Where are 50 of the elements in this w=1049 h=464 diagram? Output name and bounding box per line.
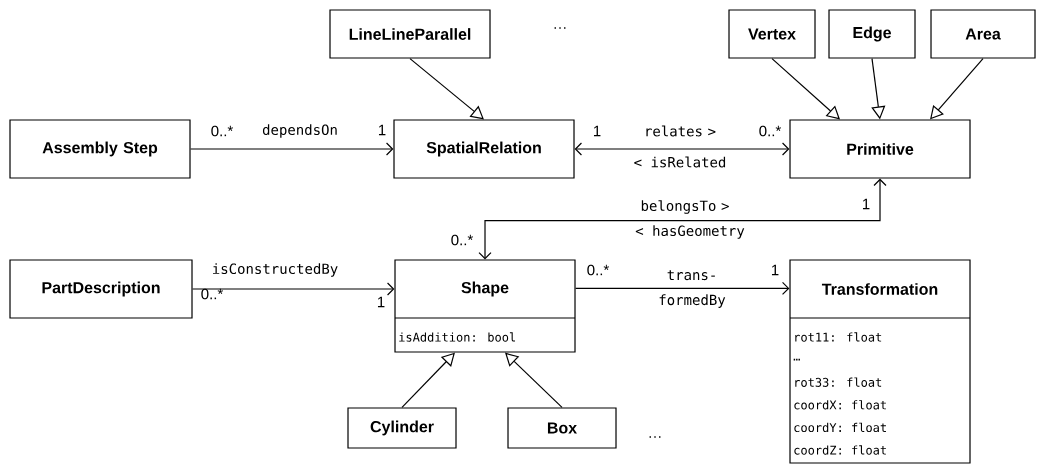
- multiplicity-label: 1: [772, 264, 779, 276]
- multiplicity-label: 0..*: [211, 125, 234, 137]
- class-box: Cylinder: [347, 407, 457, 449]
- class-box: Box: [507, 407, 617, 449]
- arrow: [401, 352, 455, 408]
- multiplicity-label: 0..*: [201, 288, 224, 300]
- multiplicity-label: …: [554, 27, 566, 29]
- multiplicity-label: 1: [594, 125, 601, 137]
- multiplicity-label: 1: [378, 296, 385, 308]
- role-label: < isRelated: [634, 156, 726, 168]
- multiplicity-label: 1: [863, 198, 870, 210]
- multiplicity-label: 1: [379, 124, 386, 136]
- arrow: [574, 142, 790, 156]
- arrow: [192, 282, 395, 296]
- edge-label: dependsOn: [262, 124, 337, 138]
- class-name: Transformation: [821, 283, 938, 295]
- class-box: Assembly Step: [9, 119, 191, 179]
- edge-label: trans- formedBy: [659, 270, 726, 308]
- class-box: SpatialRelation: [393, 119, 575, 179]
- class-box: Area: [930, 9, 1036, 59]
- arrow: [190, 142, 394, 156]
- role-label: < hasGeometry: [635, 225, 745, 239]
- arrow: [505, 352, 563, 408]
- multiplicity-label: …: [649, 436, 661, 438]
- class-box: Edge: [828, 9, 916, 59]
- arrow: [478, 178, 887, 260]
- multiplicity-label: 0..*: [759, 125, 782, 137]
- edge-label: isConstructedBy: [213, 263, 338, 277]
- attribute-text: rot33: float: [795, 377, 882, 387]
- arrow: [771, 58, 840, 120]
- arrow: [409, 58, 484, 120]
- class-name: Shape: [461, 281, 509, 297]
- attribute-text: isAddition: bool: [399, 332, 515, 342]
- class-box: PartDescription: [9, 259, 193, 319]
- multiplicity-label: 0..*: [587, 264, 610, 276]
- arrow: [930, 58, 984, 120]
- attribute-text: rot11: float: [795, 332, 882, 342]
- class-box: [394, 259, 576, 353]
- class-box: LineLineParallel: [329, 9, 491, 59]
- class-box: Primitive: [789, 119, 971, 179]
- multiplicity-label: 0..*: [451, 234, 474, 246]
- class-box: Vertex: [728, 9, 816, 59]
- edge-label: belongsTo >: [641, 200, 729, 214]
- attribute-text: coordX: float: [794, 400, 886, 410]
- attribute-text: …: [793, 358, 800, 361]
- arrow: [575, 281, 790, 295]
- class-box: [789, 259, 971, 464]
- edge-label: relates >: [646, 125, 716, 137]
- attribute-text: coordZ: float: [794, 445, 886, 455]
- attribute-text: coordY: float: [794, 422, 886, 433]
